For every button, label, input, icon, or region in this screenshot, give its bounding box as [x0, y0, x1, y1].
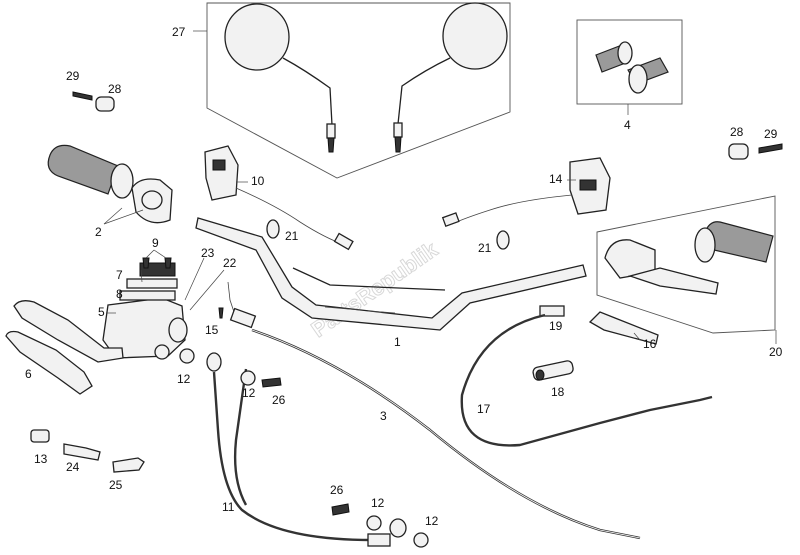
callout-6: 6	[25, 367, 32, 381]
grip-pair	[595, 41, 669, 94]
callout-3: 3	[380, 409, 387, 423]
callout-28-left: 28	[108, 82, 122, 96]
brake-light-switch	[227, 281, 257, 329]
callout-9: 9	[152, 236, 159, 250]
cable-adjuster-18	[532, 360, 574, 381]
part-24	[63, 443, 101, 461]
callout-14: 14	[549, 172, 563, 186]
callout-18: 18	[551, 385, 565, 399]
callout-7: 7	[116, 268, 123, 282]
callout-23: 23	[201, 246, 215, 260]
callout-29-left: 29	[66, 69, 80, 83]
bolt-26-a	[261, 377, 282, 388]
cable-clamp-left	[266, 219, 280, 239]
right-control-assembly	[604, 221, 774, 295]
callout-22: 22	[223, 256, 237, 270]
leader-lines	[103, 30, 777, 344]
brake-hose	[206, 352, 391, 547]
callout-2: 2	[95, 225, 102, 239]
callout-1: 1	[394, 335, 401, 349]
screw-15	[218, 307, 224, 319]
callout-17: 17	[477, 402, 491, 416]
callout-12-c: 12	[371, 496, 385, 510]
callout-4: 4	[624, 118, 631, 132]
mirror-left	[224, 3, 336, 153]
callout-24: 24	[66, 460, 80, 474]
callout-26-a: 26	[272, 393, 286, 407]
throttle-grip	[47, 144, 173, 224]
lever-16	[588, 311, 659, 345]
part-13	[30, 429, 50, 443]
callout-26-b: 26	[330, 483, 344, 497]
washer-12-e	[389, 518, 407, 538]
grips-group-frame	[576, 19, 683, 105]
washer-12-b	[240, 370, 256, 386]
callout-28-right: 28	[730, 125, 744, 139]
throttle-cable	[460, 305, 713, 447]
washer-12-a	[179, 348, 195, 364]
right-control-group-frame	[596, 195, 776, 334]
callout-13: 13	[34, 452, 48, 466]
washer-12-d	[413, 532, 429, 548]
callout-10: 10	[251, 174, 265, 188]
callout-16: 16	[643, 337, 657, 351]
callout-21-right: 21	[478, 241, 492, 255]
callout-29-right: 29	[764, 127, 778, 141]
callout-8: 8	[116, 287, 123, 301]
part-25	[112, 457, 145, 473]
callout-25: 25	[109, 478, 123, 492]
left-switch	[204, 145, 354, 251]
brake-lever-left	[5, 300, 124, 395]
screw-9-b	[164, 257, 172, 269]
callout-11: 11	[222, 500, 235, 514]
callout-12-a: 12	[177, 372, 191, 386]
clutch-cable	[251, 328, 641, 540]
bar-end-weight-right	[728, 143, 783, 160]
callout-21-left: 21	[285, 229, 299, 243]
callout-15: 15	[205, 323, 219, 337]
screw-9-a	[142, 257, 150, 269]
callout-12-d: 12	[425, 514, 439, 528]
mirrors-group-frame	[206, 2, 511, 179]
bolt-26-b	[331, 503, 350, 516]
cable-clamp-right	[496, 230, 510, 250]
handlebar	[195, 217, 587, 331]
callout-5: 5	[98, 305, 105, 319]
mirror-right	[393, 2, 508, 153]
callout-12-b: 12	[242, 386, 256, 400]
callout-27: 27	[172, 25, 186, 39]
callout-20: 20	[769, 345, 783, 359]
bar-end-weight-left	[72, 91, 115, 112]
callout-19: 19	[549, 319, 563, 333]
right-switch	[441, 157, 611, 227]
washer-12-c	[366, 515, 382, 531]
